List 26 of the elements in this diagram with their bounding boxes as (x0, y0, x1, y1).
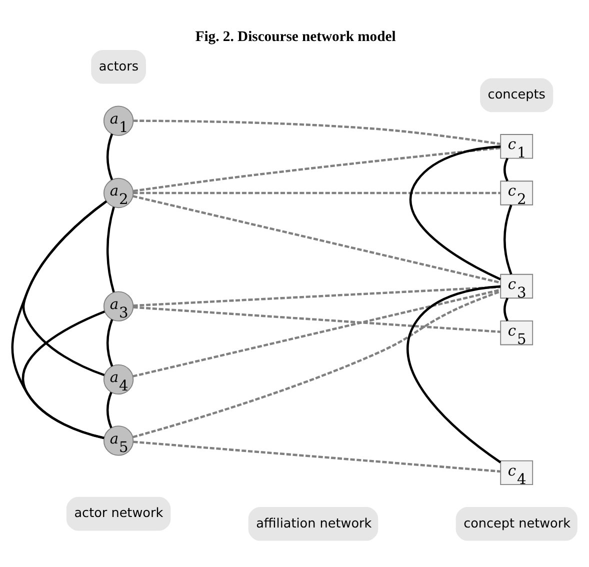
connector (106, 206, 115, 292)
connector (132, 290, 501, 438)
connector (503, 298, 509, 322)
connector (133, 306, 501, 333)
node-box: affiliation network (248, 506, 378, 541)
connector (132, 195, 501, 284)
connector (22, 310, 106, 440)
diagram-title: Fig. 2. Discourse network model (195, 29, 396, 46)
connector (133, 440, 501, 473)
node-box: actors (91, 50, 146, 84)
connector (133, 120, 501, 146)
node-box: actor network (66, 496, 171, 531)
connector (106, 392, 112, 428)
connector (133, 192, 500, 194)
connector (133, 286, 501, 307)
connector (11, 200, 108, 440)
connector (503, 158, 509, 182)
node-box: concept network (456, 506, 578, 541)
connector (410, 145, 501, 280)
connector (132, 288, 501, 378)
connector (133, 146, 500, 192)
connector (406, 285, 502, 464)
connector (106, 134, 114, 180)
node-box: concepts (480, 78, 554, 112)
connector (106, 319, 114, 367)
connector (503, 204, 512, 275)
